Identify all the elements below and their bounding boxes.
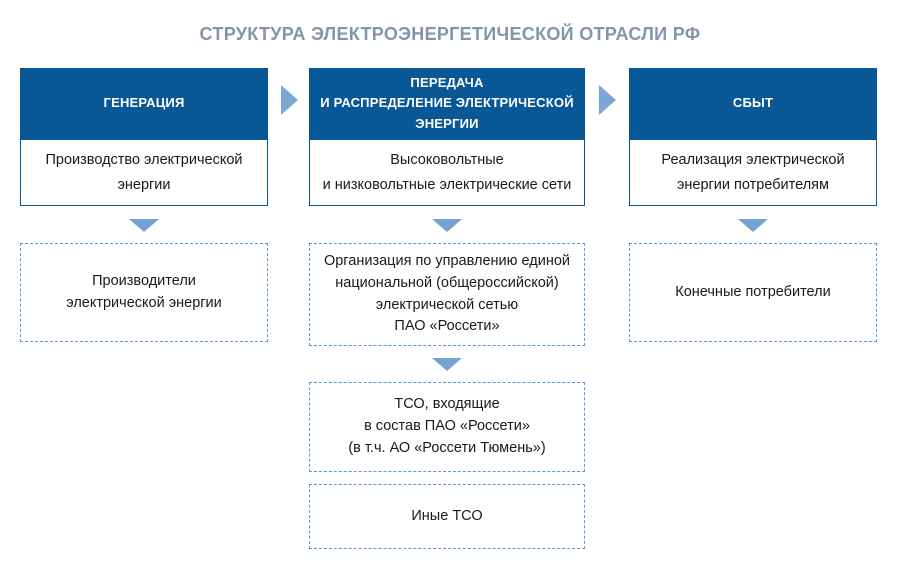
generation-header-label: ГЕНЕРАЦИЯ: [103, 95, 185, 111]
transmission-tso-rosseti-label: ТСО, входящие в состав ПАО «Россети» (в …: [348, 396, 546, 456]
sales-function-box: Реализация электрической энергии потреби…: [629, 139, 877, 206]
transmission-grid-operator-box: Организация по управлению единой национа…: [309, 243, 585, 346]
column-transmission: ПЕРЕДАЧА И РАСПРЕДЕЛЕНИЕ ЭЛЕКТРИЧЕСКОЙ Э…: [309, 68, 585, 549]
sales-consumers-label: Конечные потребители: [675, 283, 831, 300]
right-chevron-icon: [599, 85, 616, 115]
transmission-header: ПЕРЕДАЧА И РАСПРЕДЕЛЕНИЕ ЭЛЕКТРИЧЕСКОЙ Э…: [309, 68, 585, 139]
generation-header: ГЕНЕРАЦИЯ: [20, 68, 268, 139]
sales-function-label: Реализация электрической энергии потреби…: [661, 151, 845, 193]
sales-consumers-box: Конечные потребители: [629, 243, 877, 342]
down-arrow-icon: [129, 219, 159, 232]
generation-function-label: Производство электрической энергии: [45, 151, 243, 193]
sales-header: СБЫТ: [629, 68, 877, 139]
transmission-function-label: Высоковольтные и низковольтные электриче…: [322, 151, 572, 193]
sales-header-label: СБЫТ: [732, 95, 774, 111]
down-arrow-icon: [738, 219, 768, 232]
transmission-other-tso-label: Иные ТСО: [411, 507, 483, 524]
down-arrow-icon: [432, 219, 462, 232]
transmission-header-label: ПЕРЕДАЧА И РАСПРЕДЕЛЕНИЕ ЭЛЕКТРИЧЕСКОЙ Э…: [320, 75, 574, 131]
transmission-grid-operator-label: Организация по управлению единой национа…: [323, 253, 571, 335]
generation-producers-box: Производители электрической энергии: [20, 243, 268, 342]
transmission-function-box: Высоковольтные и низковольтные электриче…: [309, 139, 585, 206]
transmission-tso-rosseti-box: ТСО, входящие в состав ПАО «Россети» (в …: [309, 382, 585, 472]
generation-producers-label: Производители электрической энергии: [66, 272, 222, 311]
transmission-other-tso-box: Иные ТСО: [309, 484, 585, 549]
right-chevron-icon: [281, 85, 298, 115]
column-generation: ГЕНЕРАЦИЯ Производство электрической эне…: [20, 68, 268, 342]
generation-function-box: Производство электрической энергии: [20, 139, 268, 206]
column-sales: СБЫТ Реализация электрической энергии по…: [629, 68, 877, 342]
diagram-title: СТРУКТУРА ЭЛЕКТРОЭНЕРГЕТИЧЕСКОЙ ОТРАСЛИ …: [199, 24, 701, 44]
down-arrow-icon: [432, 358, 462, 371]
